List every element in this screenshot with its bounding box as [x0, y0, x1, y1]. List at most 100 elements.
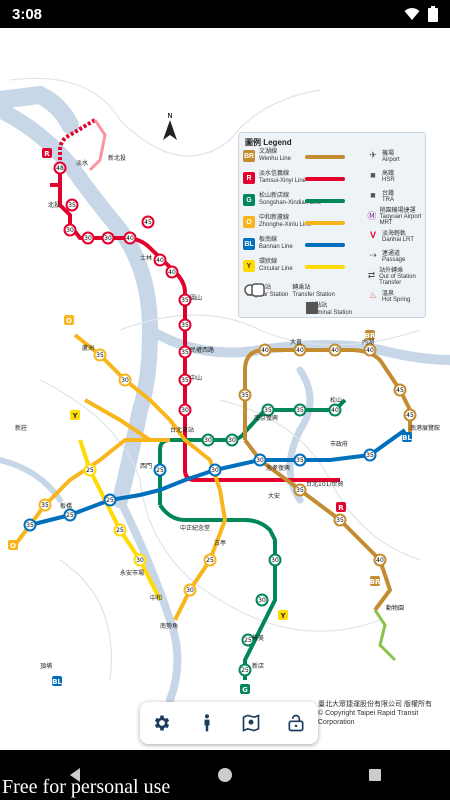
- station-node[interactable]: 30: [183, 583, 197, 597]
- station-node[interactable]: 30: [133, 553, 147, 567]
- station-label: 忠孝復興: [266, 464, 290, 472]
- station-node[interactable]: 35: [178, 345, 192, 359]
- station-node[interactable]: 40: [293, 343, 307, 357]
- lock-button[interactable]: [278, 705, 314, 741]
- metro-map[interactable]: 48 35 30 30 30 40 45 40 40 35 35 35 35 3…: [0, 28, 450, 750]
- station-node[interactable]: 48: [53, 161, 67, 175]
- line-badges: R O Y BR BL R O Y G BL BR: [8, 148, 412, 694]
- station-node[interactable]: 25: [153, 463, 167, 477]
- station-node[interactable]: 40: [165, 265, 179, 279]
- svg-text:Y: Y: [71, 412, 78, 420]
- station-node[interactable]: 30: [101, 231, 115, 245]
- station-node[interactable]: 40: [363, 343, 377, 357]
- station-label: 中正紀念堂: [180, 524, 210, 532]
- map-copyright: 臺北大眾捷運股份有限公司 版權所有 © Copyright Taipei Rap…: [318, 700, 448, 727]
- svg-text:O: O: [66, 317, 72, 325]
- station-node[interactable]: 25: [103, 493, 117, 507]
- station-node[interactable]: 25: [63, 508, 77, 522]
- station-node[interactable]: 30: [268, 553, 282, 567]
- svg-text:35: 35: [41, 502, 49, 509]
- station-node[interactable]: 35: [293, 403, 307, 417]
- station-node[interactable]: 25: [203, 553, 217, 567]
- svg-text:O: O: [10, 542, 16, 550]
- svg-text:35: 35: [181, 349, 189, 356]
- back-button[interactable]: [55, 755, 95, 795]
- legend-code: BL: [243, 238, 255, 250]
- station-node[interactable]: 25: [83, 463, 97, 477]
- badge-brown-south: BR: [370, 576, 381, 586]
- station-node[interactable]: 30: [178, 403, 192, 417]
- svg-text:30: 30: [136, 557, 144, 564]
- station-node[interactable]: 30: [253, 453, 267, 467]
- recents-button[interactable]: [355, 755, 395, 795]
- badge-orange-north: O: [64, 315, 74, 325]
- station-node[interactable]: 30: [255, 593, 269, 607]
- legend-swatch-brown: [305, 155, 345, 159]
- station-node[interactable]: 35: [293, 483, 307, 497]
- station-node[interactable]: 35: [65, 198, 79, 212]
- station-node[interactable]: 45: [403, 408, 417, 422]
- station-node[interactable]: 40: [258, 343, 272, 357]
- svg-text:30: 30: [256, 457, 264, 464]
- svg-text:45: 45: [406, 412, 414, 419]
- station-node[interactable]: 25: [113, 523, 127, 537]
- legend-swatch-orange: [305, 221, 345, 225]
- station-node[interactable]: 40: [328, 403, 342, 417]
- settings-button[interactable]: [144, 705, 180, 741]
- station-node[interactable]: 35: [261, 403, 275, 417]
- passage-icon: ⇢: [369, 249, 377, 260]
- station-node[interactable]: 30: [118, 373, 132, 387]
- station-node[interactable]: 25: [238, 663, 252, 677]
- station-node[interactable]: 35: [93, 348, 107, 362]
- station-node[interactable]: 30: [208, 463, 222, 477]
- station-node[interactable]: 40: [373, 553, 387, 567]
- station-node[interactable]: 35: [178, 373, 192, 387]
- station-node[interactable]: 35: [23, 518, 37, 532]
- svg-text:BL: BL: [52, 678, 62, 686]
- status-icons: [404, 6, 438, 22]
- home-button[interactable]: [205, 755, 245, 795]
- station-node[interactable]: 35: [363, 448, 377, 462]
- station-node[interactable]: 35: [333, 513, 347, 527]
- station-node[interactable]: 40: [153, 253, 167, 267]
- station-node[interactable]: 35: [293, 453, 307, 467]
- station-node[interactable]: 30: [81, 231, 95, 245]
- map-button[interactable]: [233, 705, 269, 741]
- station-node[interactable]: 30: [225, 433, 239, 447]
- station-node[interactable]: 30: [63, 223, 77, 237]
- svg-text:40: 40: [261, 347, 269, 354]
- station-node[interactable]: 35: [38, 498, 52, 512]
- station-node[interactable]: 40: [328, 343, 342, 357]
- svg-text:Y: Y: [279, 612, 286, 620]
- station-label: 北投: [48, 201, 60, 209]
- station-node[interactable]: 25: [241, 633, 255, 647]
- station-label: 西門: [140, 463, 152, 470]
- station-label: 蘆洲: [82, 344, 94, 352]
- station-label: 台北101/世貿: [306, 480, 343, 488]
- unlock-icon: [288, 714, 304, 732]
- transfer-station-icon: [251, 283, 265, 297]
- station-node[interactable]: 45: [393, 383, 407, 397]
- legend-swatch-blue: [305, 243, 345, 247]
- station-node[interactable]: 40: [123, 231, 137, 245]
- station-label: 大直: [290, 338, 302, 346]
- station-node[interactable]: 35: [178, 293, 192, 307]
- station-node[interactable]: 35: [238, 388, 252, 402]
- svg-text:30: 30: [211, 467, 219, 474]
- station-node[interactable]: 35: [178, 318, 192, 332]
- svg-text:35: 35: [264, 407, 272, 414]
- station-node[interactable]: 30: [201, 433, 215, 447]
- person-button[interactable]: [189, 705, 225, 741]
- station-node[interactable]: 45: [141, 215, 155, 229]
- station-label: 永安市場: [120, 569, 144, 577]
- map-svg[interactable]: 48 35 30 30 30 40 45 40 40 35 35 35 35 3…: [0, 28, 450, 750]
- svg-text:35: 35: [181, 322, 189, 329]
- legend-swatch-green: [305, 199, 345, 203]
- station-label: 動物園: [386, 604, 404, 612]
- svg-text:BL: BL: [402, 434, 412, 442]
